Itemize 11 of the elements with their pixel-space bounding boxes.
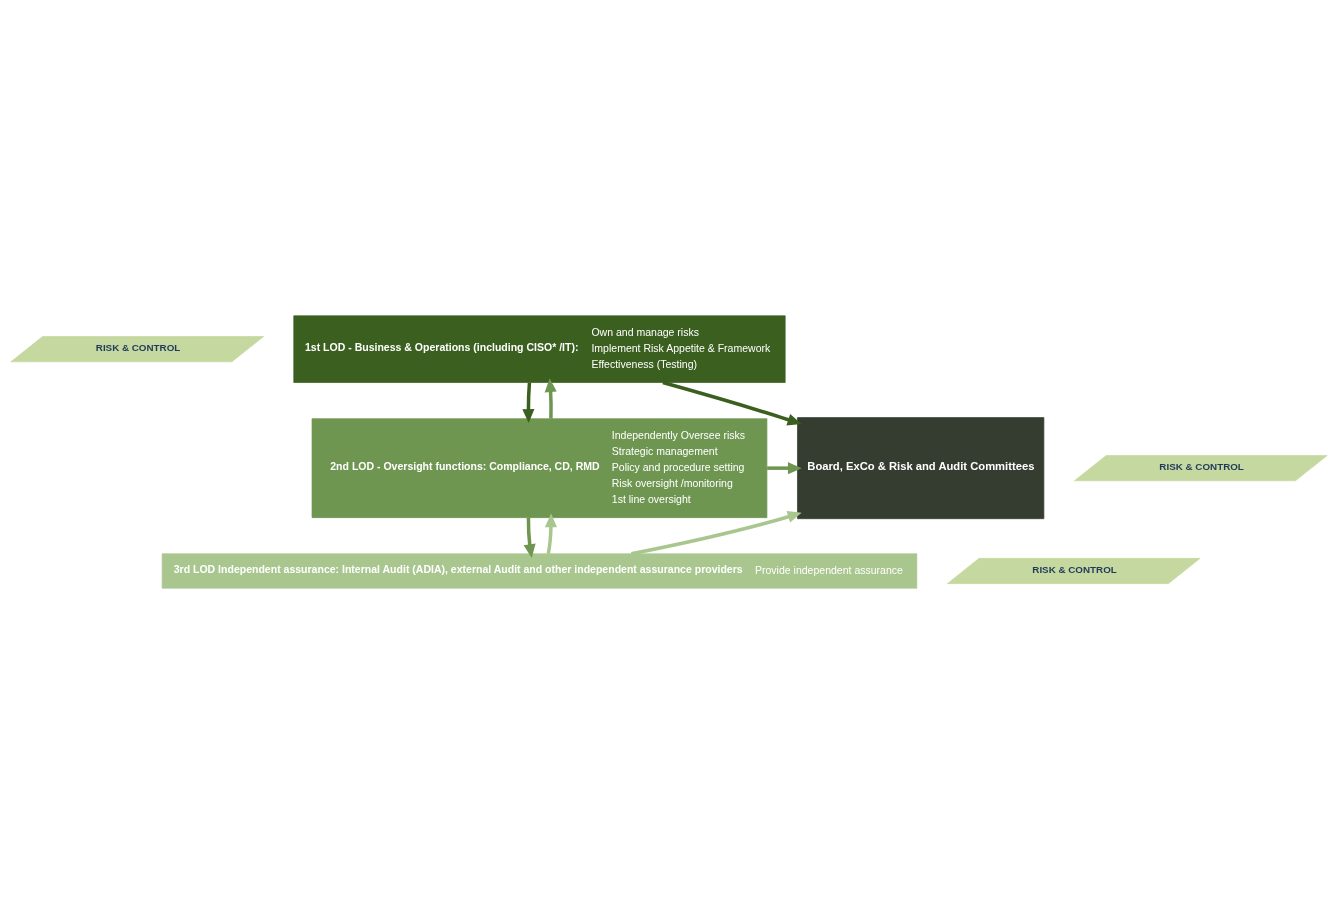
arrow	[767, 462, 802, 475]
arrow	[523, 517, 536, 559]
arrow	[522, 382, 535, 423]
node-box: 2nd LOD - Oversight functions: Compliance, CD, RMD Independently Oversee risks Strategic management Policy and procedure setting Risk oversight /monitoring 1st line oversight	[311, 418, 768, 518]
arrow	[544, 513, 558, 555]
node-box: 1st LOD - Business & Operations (including CISO* /IT): Own and manage risks Implement Risk Appetite & Framework Effectiveness (Testing)	[293, 315, 786, 383]
node-box: 3rd LOD Independent assurance: Internal Audit (ADIA), external Audit and other independent assurance providers Provide independent assurance	[161, 553, 918, 589]
arrow	[631, 510, 802, 556]
node-box: Board, ExCo & Risk and Audit Committees	[797, 417, 1045, 520]
arrow	[544, 378, 557, 419]
arrow	[662, 380, 802, 426]
